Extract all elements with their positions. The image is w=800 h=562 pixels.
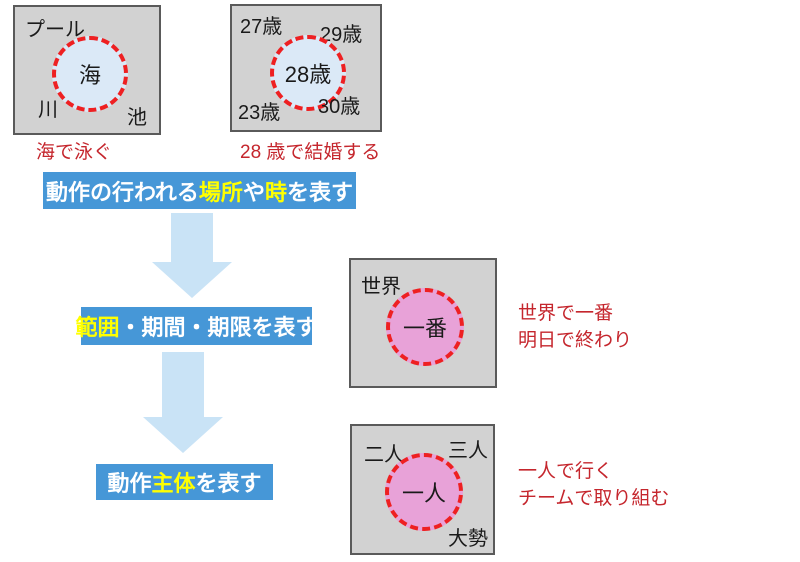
- heading3-highlight-subject: 主体: [151, 471, 196, 496]
- subject-label-two: 二人: [364, 444, 404, 466]
- heading1-pre: 動作の行われる: [46, 179, 199, 205]
- range-label-world: 世界: [361, 276, 401, 298]
- down-arrow-1: [152, 213, 232, 298]
- location-label-pool: プール: [25, 19, 85, 41]
- subject-caption: 一人で行く チームで取り組む: [518, 458, 669, 512]
- subject-highlight-circle: 一人: [385, 453, 463, 531]
- range-caption-line1: 世界で一番: [518, 303, 614, 324]
- heading1-mid: や: [242, 179, 265, 205]
- heading2-highlight-range: 範囲: [75, 315, 120, 340]
- heading-place-and-time: 動作の行われる場所や時を表す: [43, 172, 356, 209]
- location-label-river: 川: [38, 99, 58, 121]
- subject-label-crowd: 大勢: [448, 528, 488, 550]
- location-example-box: プール 海 川 池: [13, 5, 161, 135]
- time-label-27: 27歳: [240, 16, 283, 38]
- subject-label-three: 三人: [448, 440, 488, 462]
- location-caption: 海で泳ぐ: [36, 142, 113, 163]
- heading1-highlight-place: 場所: [198, 179, 243, 205]
- time-circle-label: 28歳: [284, 62, 332, 87]
- heading3-pre: 動作: [107, 471, 152, 496]
- range-highlight-circle: 一番: [386, 288, 464, 366]
- time-caption: 28 歳で結婚する: [240, 142, 381, 163]
- range-caption-line2: 明日で終わり: [518, 330, 633, 351]
- range-caption: 世界で一番 明日で終わり: [518, 300, 632, 354]
- location-label-pond: 池: [127, 107, 147, 129]
- location-circle-label: 海: [78, 63, 101, 88]
- heading1-highlight-time: 時: [264, 179, 287, 205]
- subject-caption-line1: 一人で行く: [518, 461, 614, 482]
- heading3-post: を表す: [195, 471, 262, 496]
- location-highlight-circle: 海: [52, 36, 128, 112]
- range-circle-label: 一番: [402, 316, 447, 341]
- subject-caption-line2: チームで取り組む: [518, 488, 670, 509]
- time-label-29: 29歳: [320, 24, 363, 46]
- time-example-box: 27歳 29歳 28歳 23歳 30歳: [230, 4, 382, 132]
- subject-circle-label: 一人: [401, 481, 446, 506]
- heading-action-subject: 動作主体を表す: [96, 464, 273, 500]
- subject-example-box: 二人 三人 一人 大勢: [350, 424, 495, 555]
- time-highlight-circle: 28歳: [270, 35, 346, 111]
- time-label-23: 23歳: [238, 102, 281, 124]
- time-label-30: 30歳: [318, 96, 361, 118]
- heading-range-period: 範囲・期間・期限を表す: [75, 307, 318, 345]
- heading1-post: を表す: [286, 179, 353, 205]
- heading2-post: ・期間・期限を表す: [119, 315, 318, 340]
- range-example-box: 世界 一番: [349, 258, 497, 388]
- down-arrow-2: [143, 352, 223, 453]
